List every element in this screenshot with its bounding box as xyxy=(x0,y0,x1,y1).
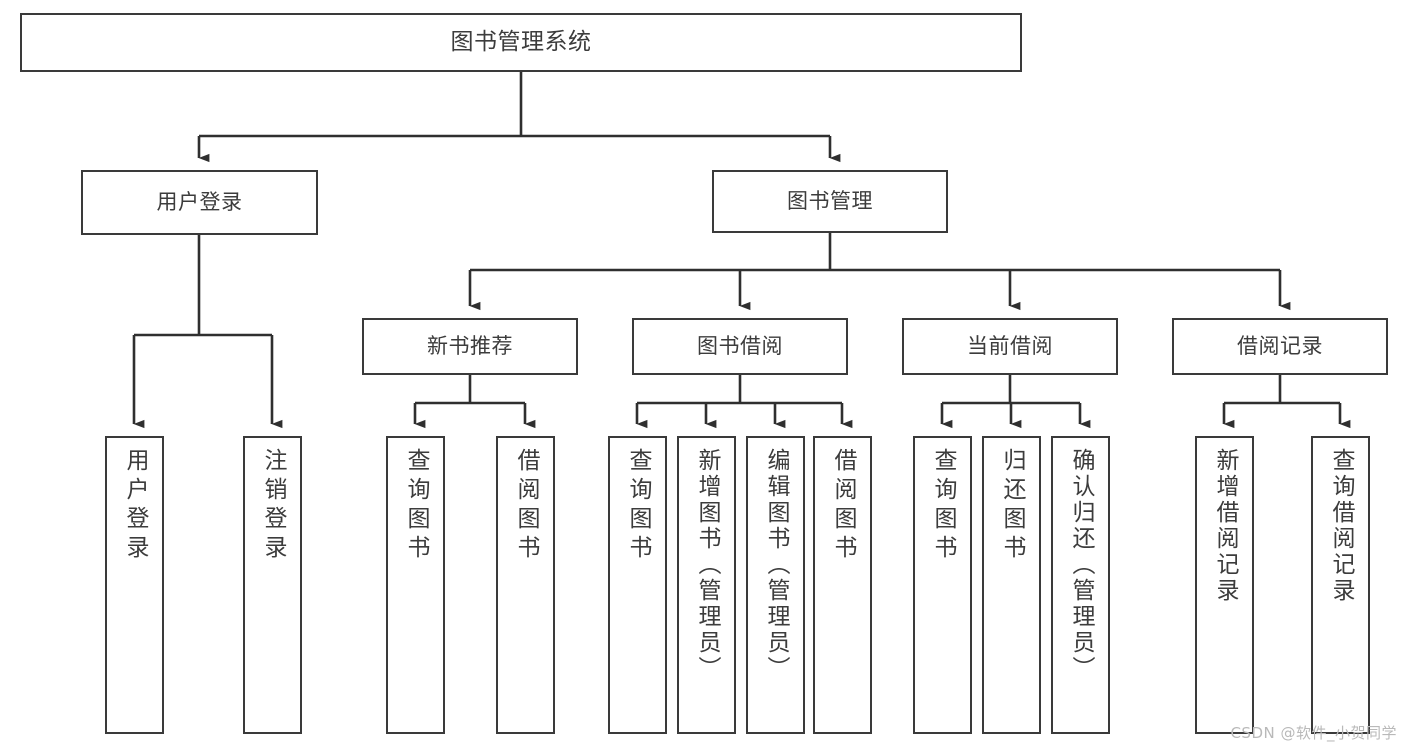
leaf-user-login-signin[interactable]: 用户登录 xyxy=(105,436,164,734)
leaf-borrow-add-book-admin[interactable]: 新增图书（管理员） xyxy=(677,436,736,734)
leaf-record-add-record[interactable]: 新增借阅记录 xyxy=(1195,436,1254,734)
node-label: 编辑图书（管理员） xyxy=(763,448,789,682)
node-label: 归还图书 xyxy=(999,448,1025,564)
leaf-borrow-borrow-book[interactable]: 借阅图书 xyxy=(813,436,872,734)
node-label: 借阅图书 xyxy=(513,448,539,564)
node-label: 用户登录 xyxy=(156,189,243,214)
node-borrow-record[interactable]: 借阅记录 xyxy=(1172,318,1388,375)
node-label: 用户登录 xyxy=(122,448,148,564)
node-label: 注销登录 xyxy=(260,448,286,564)
node-label: 查询图书 xyxy=(403,448,429,564)
node-label: 图书管理系统 xyxy=(450,28,592,55)
leaf-current-confirm-return-admin[interactable]: 确认归还（管理员） xyxy=(1051,436,1110,734)
node-label: 新增借阅记录 xyxy=(1212,448,1238,604)
leaf-current-return-book[interactable]: 归还图书 xyxy=(982,436,1041,734)
node-book-borrow[interactable]: 图书借阅 xyxy=(632,318,848,375)
node-label: 查询图书 xyxy=(930,448,956,564)
leaf-borrow-query-book[interactable]: 查询图书 xyxy=(608,436,667,734)
leaf-new-book-query[interactable]: 查询图书 xyxy=(386,436,445,734)
leaf-new-book-borrow[interactable]: 借阅图书 xyxy=(496,436,555,734)
node-label: 借阅图书 xyxy=(830,448,856,564)
node-label: 查询图书 xyxy=(625,448,651,564)
node-label: 查询借阅记录 xyxy=(1328,448,1354,604)
csdn-watermark: CSDN @软件_小贺同学 xyxy=(1230,724,1397,742)
leaf-current-query-book[interactable]: 查询图书 xyxy=(913,436,972,734)
node-label: 图书借阅 xyxy=(697,333,783,358)
node-book-management[interactable]: 图书管理 xyxy=(712,170,948,233)
node-label: 图书管理 xyxy=(787,188,873,213)
node-label: 确认归还（管理员） xyxy=(1068,448,1094,682)
leaf-record-query-record[interactable]: 查询借阅记录 xyxy=(1311,436,1370,734)
node-label: 当前借阅 xyxy=(967,333,1053,358)
node-current-borrow[interactable]: 当前借阅 xyxy=(902,318,1118,375)
node-label: 借阅记录 xyxy=(1237,333,1323,358)
node-label: 新增图书（管理员） xyxy=(694,448,720,682)
node-new-book-recommend[interactable]: 新书推荐 xyxy=(362,318,578,375)
node-label: 新书推荐 xyxy=(427,333,513,358)
node-root-system[interactable]: 图书管理系统 xyxy=(20,13,1022,72)
leaf-borrow-edit-book-admin[interactable]: 编辑图书（管理员） xyxy=(746,436,805,734)
leaf-user-login-signout[interactable]: 注销登录 xyxy=(243,436,302,734)
node-user-login[interactable]: 用户登录 xyxy=(81,170,318,235)
